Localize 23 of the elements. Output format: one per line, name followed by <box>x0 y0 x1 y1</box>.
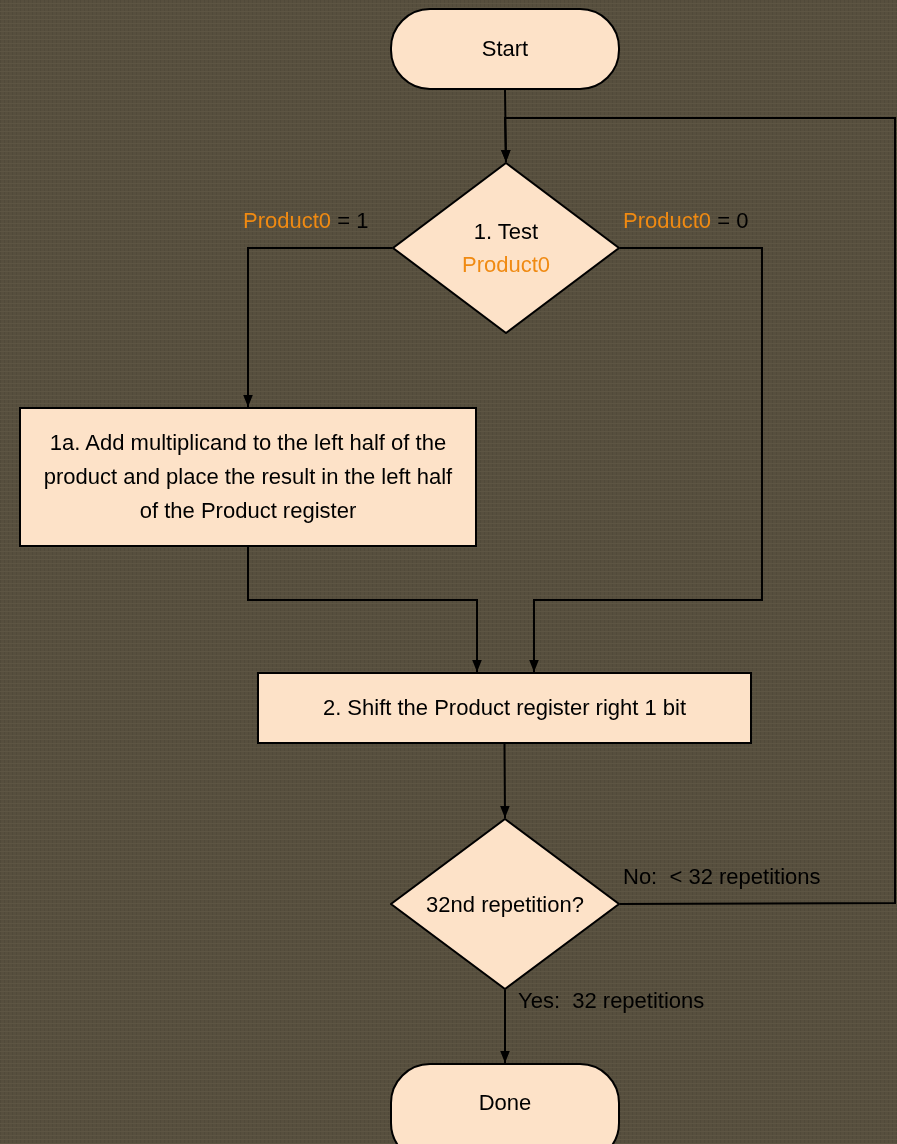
arrow <box>500 117 896 905</box>
arrow <box>243 247 393 408</box>
edge-label: Product0 = 0 <box>623 210 749 232</box>
edge-label: Yes: 32 repetitions <box>518 990 705 1012</box>
edge-label: Product0 = 1 <box>243 210 369 232</box>
arrow <box>247 546 482 673</box>
edge-label: No: < 32 repetitions <box>623 866 821 888</box>
terminal-box <box>390 1063 620 1144</box>
decision-diamond <box>392 162 620 334</box>
process-box <box>257 672 752 744</box>
arrow <box>500 743 510 819</box>
step-text: 1a. Add multiplicand to the left half of the product and place the result in the left half of the Product register <box>42 429 454 525</box>
arrow <box>529 247 763 673</box>
diamond-text: 1. Test <box>473 218 539 246</box>
diamond-text: Product0 <box>461 251 551 279</box>
step-text: Done <box>478 1089 532 1117</box>
decision-diamond <box>390 818 620 990</box>
terminal-box <box>390 8 620 90</box>
step-text: Start <box>481 35 529 63</box>
diamond-text: 32nd repetition? <box>426 890 584 919</box>
step-text: 2. Shift the Product register right 1 bit <box>322 694 687 722</box>
process-box <box>19 407 477 547</box>
arrow <box>500 989 510 1064</box>
